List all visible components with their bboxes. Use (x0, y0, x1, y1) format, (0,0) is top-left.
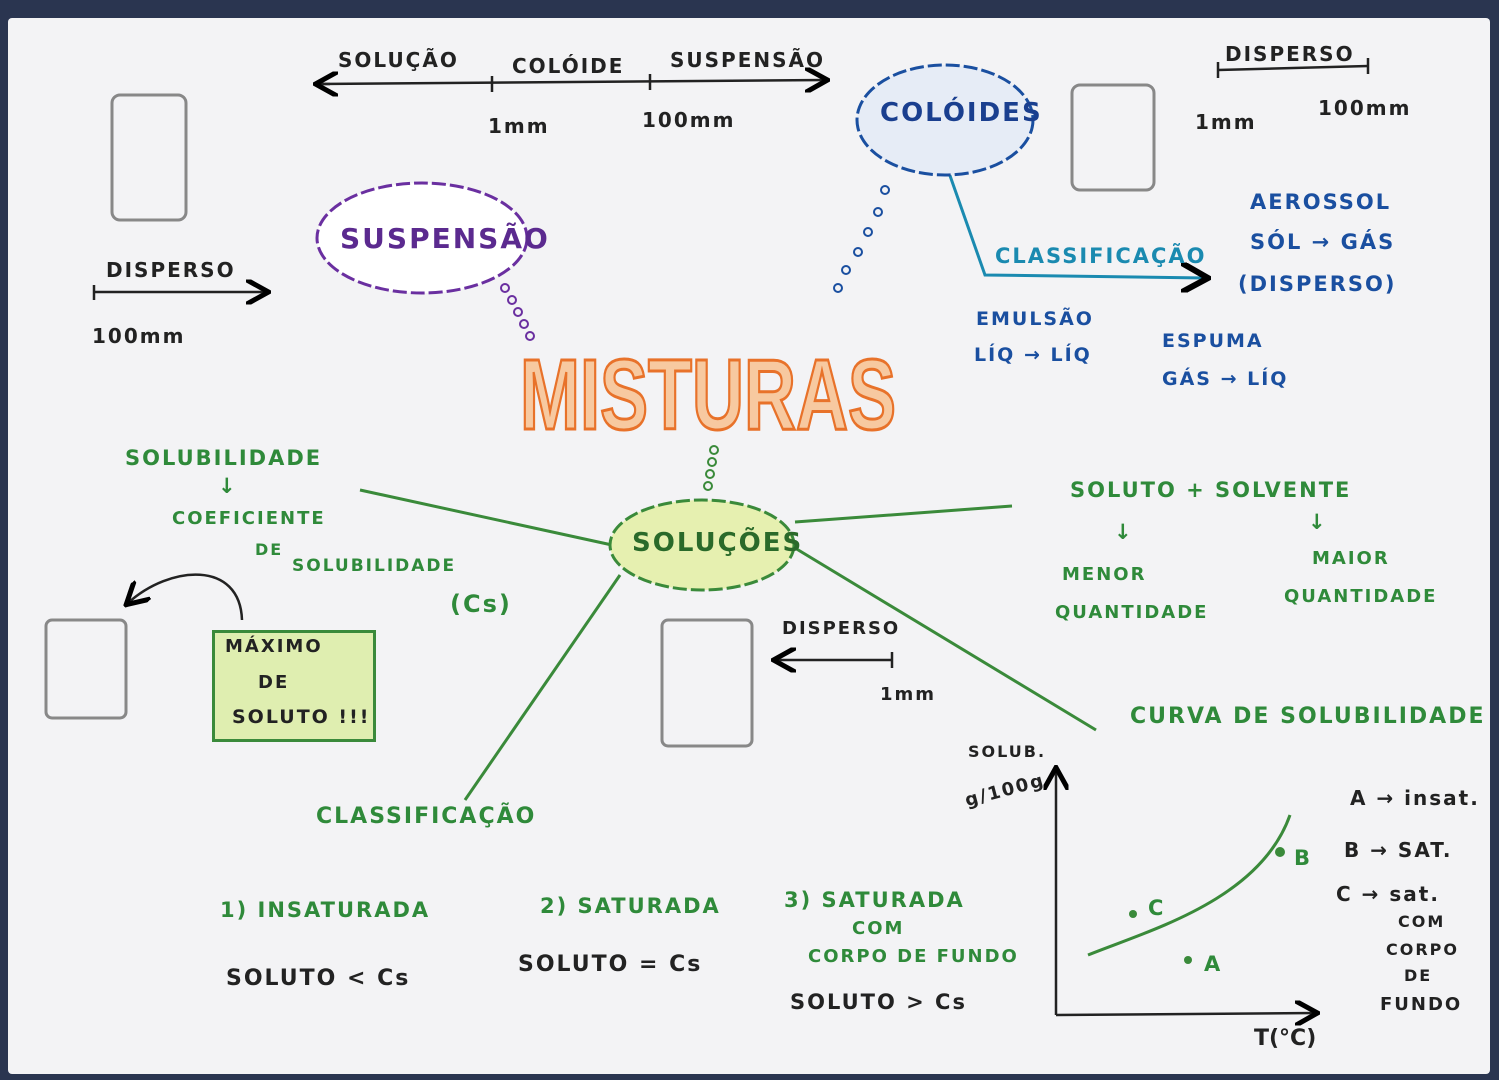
sol-gas: SÓL → GÁS (1250, 230, 1396, 254)
solucoes-classificacao: CLASSIFICAÇÃO (316, 804, 537, 829)
main-title: MISTURAS (519, 339, 897, 451)
suspensao-node: SUSPENSÃO (340, 222, 550, 255)
coloides-1mm: 1mm (1195, 110, 1257, 134)
rule-saturada: SOLUTO = Cs (518, 952, 703, 977)
maior-2: QUANTIDADE (1284, 586, 1438, 607)
rule-saturada-fundo: SOLUTO > Cs (790, 990, 967, 1014)
scale-100mm: 100mm (642, 108, 736, 132)
type-saturada-fundo-3: CORPO DE FUNDO (808, 946, 1019, 967)
emulsao-rel: LÍQ → LÍQ (974, 344, 1092, 366)
emulsao: EMULSÃO (976, 308, 1094, 330)
legend-c-5: FUNDO (1380, 994, 1463, 1015)
espuma-rel: GÁS → LÍQ (1162, 368, 1289, 390)
point-a-label: A (1204, 952, 1223, 976)
legend-c-3: CORPO (1386, 940, 1459, 959)
arrow-maior: ↓ (1308, 510, 1328, 534)
coloides-classificacao: CLASSIFICAÇÃO (995, 244, 1207, 268)
maximo-2: DE (258, 672, 290, 693)
coeficiente-de: DE (255, 540, 284, 559)
type-insaturada: 1) INSATURADA (220, 898, 431, 922)
scale-coloide: COLÓIDE (512, 54, 625, 78)
suspensao-disperso: DISPERSO (106, 258, 236, 282)
point-b-label: B (1294, 846, 1313, 870)
suspensao-size: 100mm (92, 324, 186, 348)
solucoes-1mm: 1mm (880, 684, 937, 705)
graph-ylabel-1: SOLUB. (968, 742, 1047, 761)
coloides-node: COLÓIDES (880, 98, 1043, 128)
rule-insaturada: SOLUTO < Cs (226, 966, 411, 991)
coeficiente: COEFICIENTE (172, 508, 326, 529)
maior-1: MAIOR (1312, 548, 1390, 569)
legend-c: C → sat. (1336, 882, 1440, 906)
maximo-soluto-box (212, 630, 376, 742)
coloides-100mm: 100mm (1318, 96, 1412, 120)
solucoes-node: SOLUÇÕES (632, 528, 804, 558)
point-c-label: C (1148, 896, 1166, 920)
arrow-down: ↓ (218, 474, 238, 498)
scale-suspensao: SUSPENSÃO (670, 48, 825, 72)
espuma: ESPUMA (1162, 330, 1264, 352)
coloides-disperso: DISPERSO (1225, 42, 1355, 66)
legend-c-2: COM (1398, 912, 1446, 931)
cs: (Cs) (450, 590, 512, 618)
solucoes-disperso: DISPERSO (782, 618, 901, 639)
scale-1mm: 1mm (488, 114, 550, 138)
legend-b: B → SAT. (1344, 838, 1453, 862)
type-saturada-fundo: 3) SATURADA (784, 888, 965, 912)
type-saturada-fundo-2: COM (852, 918, 905, 939)
curva-solubilidade: CURVA DE SOLUBILIDADE (1130, 704, 1486, 729)
maximo-3: SOLUTO !!! (232, 706, 371, 728)
legend-a: A → insat. (1350, 786, 1480, 810)
sol-note: (DISPERSO) (1238, 272, 1397, 296)
maximo-1: MÁXIMO (225, 636, 323, 657)
scale-solucao: SOLUÇÃO (338, 48, 459, 72)
solubilidade: SOLUBILIDADE (125, 446, 323, 470)
coeficiente-solubilidade: SOLUBILIDADE (292, 556, 457, 576)
aerossol: AEROSSOL (1250, 190, 1392, 214)
menor-2: QUANTIDADE (1055, 602, 1209, 623)
arrow-menor: ↓ (1114, 520, 1134, 544)
graph-xlabel: T(°C) (1254, 1026, 1317, 1051)
legend-c-4: DE (1404, 966, 1433, 985)
menor-1: MENOR (1062, 564, 1147, 585)
soluto-solvente: SOLUTO + SOLVENTE (1070, 478, 1352, 502)
type-saturada: 2) SATURADA (540, 894, 721, 918)
